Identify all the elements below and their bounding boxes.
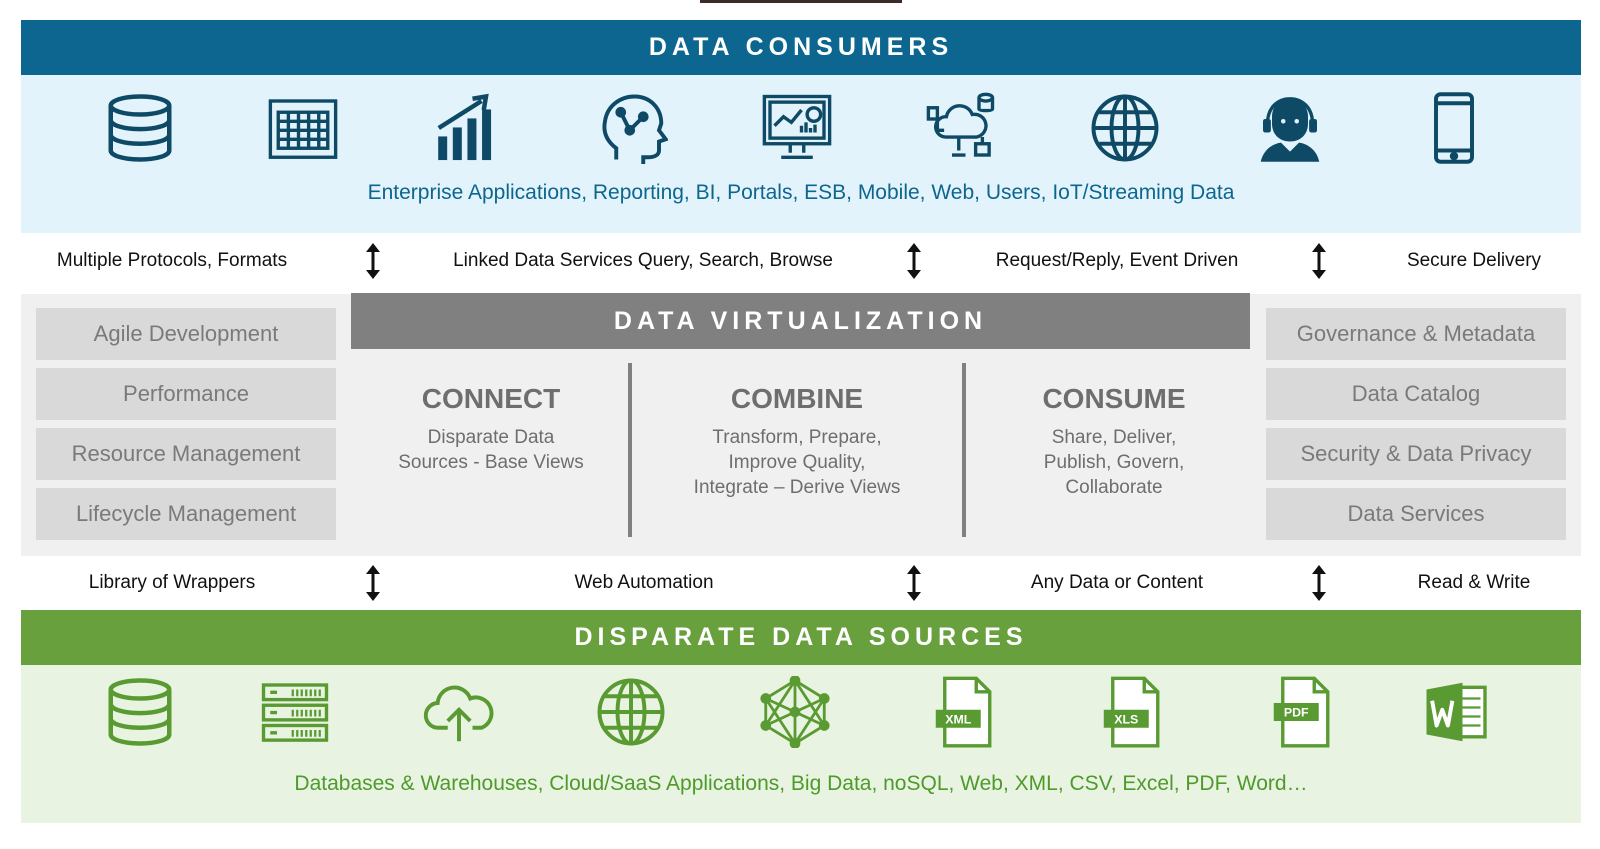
support-agent-icon [1250,89,1330,167]
data-sources-panel: XML XLS PDF [21,665,1581,823]
column-title: COMBINE [730,383,864,414]
capability-box: Governance & Metadata [1266,308,1566,360]
pdf-file-icon: PDF [1263,673,1343,751]
file-badge-label: XLS [1114,712,1138,726]
consume-column: CONSUME Share, Deliver, Publish, Govern,… [964,383,1264,500]
xml-file-icon: XML [925,673,1005,751]
xls-file-icon: XLS [1093,673,1173,751]
globe-icon [591,673,671,751]
column-title: CONNECT [421,383,561,414]
data-consumers-panel: Enterprise Applications, Reporting, BI, … [21,75,1581,233]
bar-chart-growth-icon [428,89,508,167]
file-badge-label: XML [945,712,972,726]
consumers-caption: Enterprise Applications, Reporting, BI, … [367,181,1235,204]
mobile-phone-icon [1414,89,1494,167]
bidirectional-arrow-icon [366,243,380,279]
bidirectional-arrow-icon [1312,565,1326,601]
protocol-label: Web Automation [574,572,714,593]
column-text: Publish, Govern, [1043,452,1185,473]
database-icon [100,673,180,751]
protocol-label: Linked Data Services Query, Search, Brow… [453,250,833,271]
protocol-label: Multiple Protocols, Formats [56,250,288,271]
data-sources-header: DISPARATE DATA SOURCES [21,610,1581,665]
protocol-label: Library of Wrappers [88,572,256,593]
bidirectional-arrow-icon [907,243,921,279]
column-text: Share, Deliver, [1051,427,1177,448]
sources-caption: Databases & Warehouses, Cloud/SaaS Appli… [294,772,1308,795]
combine-column: COMBINE Transform, Prepare, Improve Qual… [647,383,947,500]
connect-column: CONNECT Disparate Data Sources - Base Vi… [341,383,641,475]
bidirectional-arrow-icon [366,565,380,601]
protocol-row-bottom: Library of Wrappers Web Automation Any D… [21,559,1581,607]
network-mesh-icon [755,673,835,751]
column-divider [628,363,632,537]
globe-icon [1085,89,1165,167]
cloud-upload-icon [419,673,499,751]
column-text: Collaborate [1065,477,1163,498]
column-text: Sources - Base Views [398,452,584,473]
column-text: Integrate – Derive Views [693,477,901,498]
capability-box: Data Catalog [1266,368,1566,420]
spreadsheet-icon [263,89,343,167]
capability-box: Resource Management [36,428,336,480]
protocol-label: Read & Write [1417,572,1531,593]
protocol-row-top: Multiple Protocols, Formats Linked Data … [21,237,1581,285]
ai-head-icon [592,89,672,167]
protocol-label: Request/Reply, Event Driven [995,250,1239,271]
protocol-label: Secure Delivery [1406,250,1542,271]
capability-box: Performance [36,368,336,420]
source-icon-row: XML XLS PDF [21,673,1581,751]
data-virtualization-title: DATA VIRTUALIZATION [613,306,988,335]
column-text: Transform, Prepare, [712,427,882,448]
column-title: CONSUME [1042,383,1186,414]
data-consumers-header: DATA CONSUMERS [21,20,1581,75]
consumer-icon-row [21,89,1581,167]
column-divider [962,363,966,537]
cloud-network-icon [921,89,1001,167]
capability-box: Data Services [1266,488,1566,540]
database-icon [100,89,180,167]
data-consumers-title: DATA CONSUMERS [648,33,954,61]
capability-box: Lifecycle Management [36,488,336,540]
file-badge-label: PDF [1284,706,1309,720]
word-file-icon [1418,673,1498,751]
capability-box: Agile Development [36,308,336,360]
capability-box: Security & Data Privacy [1266,428,1566,480]
bidirectional-arrow-icon [1312,243,1326,279]
top-decor-tab [700,0,902,3]
dashboard-monitor-icon [757,89,837,167]
column-text: Improve Quality, [728,452,866,473]
data-virtualization-header: DATA VIRTUALIZATION [351,293,1250,349]
data-sources-title: DISPARATE DATA SOURCES [574,623,1028,651]
server-rack-icon [255,673,335,751]
column-text: Disparate Data [427,427,555,448]
bidirectional-arrow-icon [907,565,921,601]
protocol-label: Any Data or Content [1030,572,1204,593]
